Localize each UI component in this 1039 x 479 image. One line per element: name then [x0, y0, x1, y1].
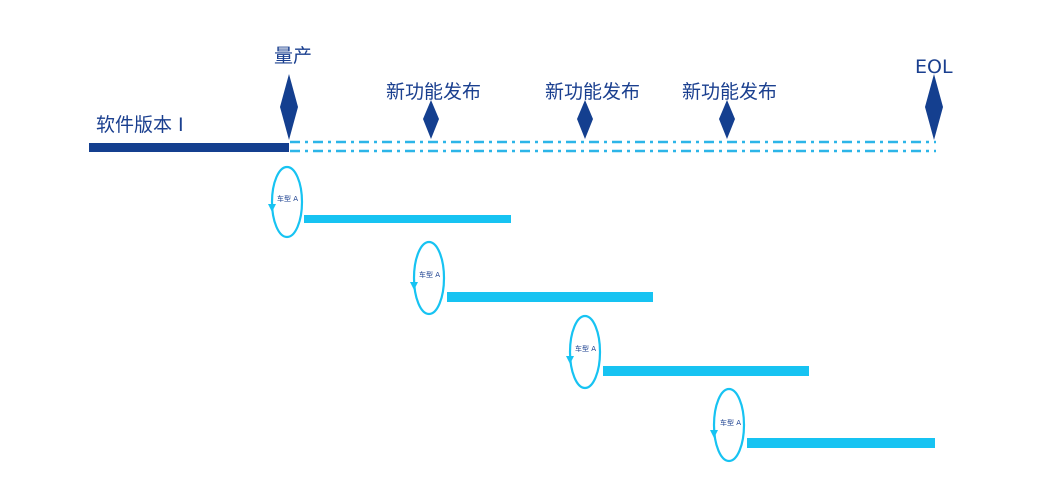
cycle-2 [410, 240, 653, 316]
software-version-bar [89, 143, 289, 152]
cycle-4 [710, 387, 935, 463]
cycle-bar [447, 292, 653, 302]
cycle-arrow-icon [270, 165, 304, 239]
arrowhead-icon [566, 356, 574, 364]
cycle-arrow-icon [412, 240, 446, 316]
milestone-feature-1-diamond [423, 100, 439, 139]
software-version-label: 软件版本 I [96, 114, 184, 136]
arrowhead-icon [268, 204, 276, 212]
milestone-feature-2-diamond [577, 100, 593, 139]
cycle-bar [304, 215, 511, 223]
feature-release-label-1: 新功能发布 [386, 81, 482, 103]
milestone-eol-diamond [925, 74, 943, 140]
milestone-feature-3-diamond [719, 100, 735, 139]
milestone-mass-production-diamond [280, 74, 298, 140]
feature-release-label-3: 新功能发布 [682, 81, 778, 103]
cycle-3 [566, 314, 809, 390]
cycle-bar [747, 438, 935, 448]
cycle-arrow-icon [712, 387, 746, 463]
eol-label: EOL [915, 56, 953, 78]
arrowhead-icon [710, 430, 718, 438]
car-model-label: 车型 A [277, 195, 299, 203]
arrowhead-icon [410, 282, 418, 290]
car-model-label: 车型 A [720, 419, 742, 427]
cycle-bar [603, 366, 809, 376]
mass-production-label: 量产 [274, 45, 313, 67]
cycle-arrow-icon [568, 314, 602, 390]
car-model-label: 车型 A [419, 271, 441, 279]
feature-release-label-2: 新功能发布 [545, 81, 641, 103]
car-model-label: 车型 A [575, 345, 597, 353]
cycle-1 [268, 165, 511, 239]
